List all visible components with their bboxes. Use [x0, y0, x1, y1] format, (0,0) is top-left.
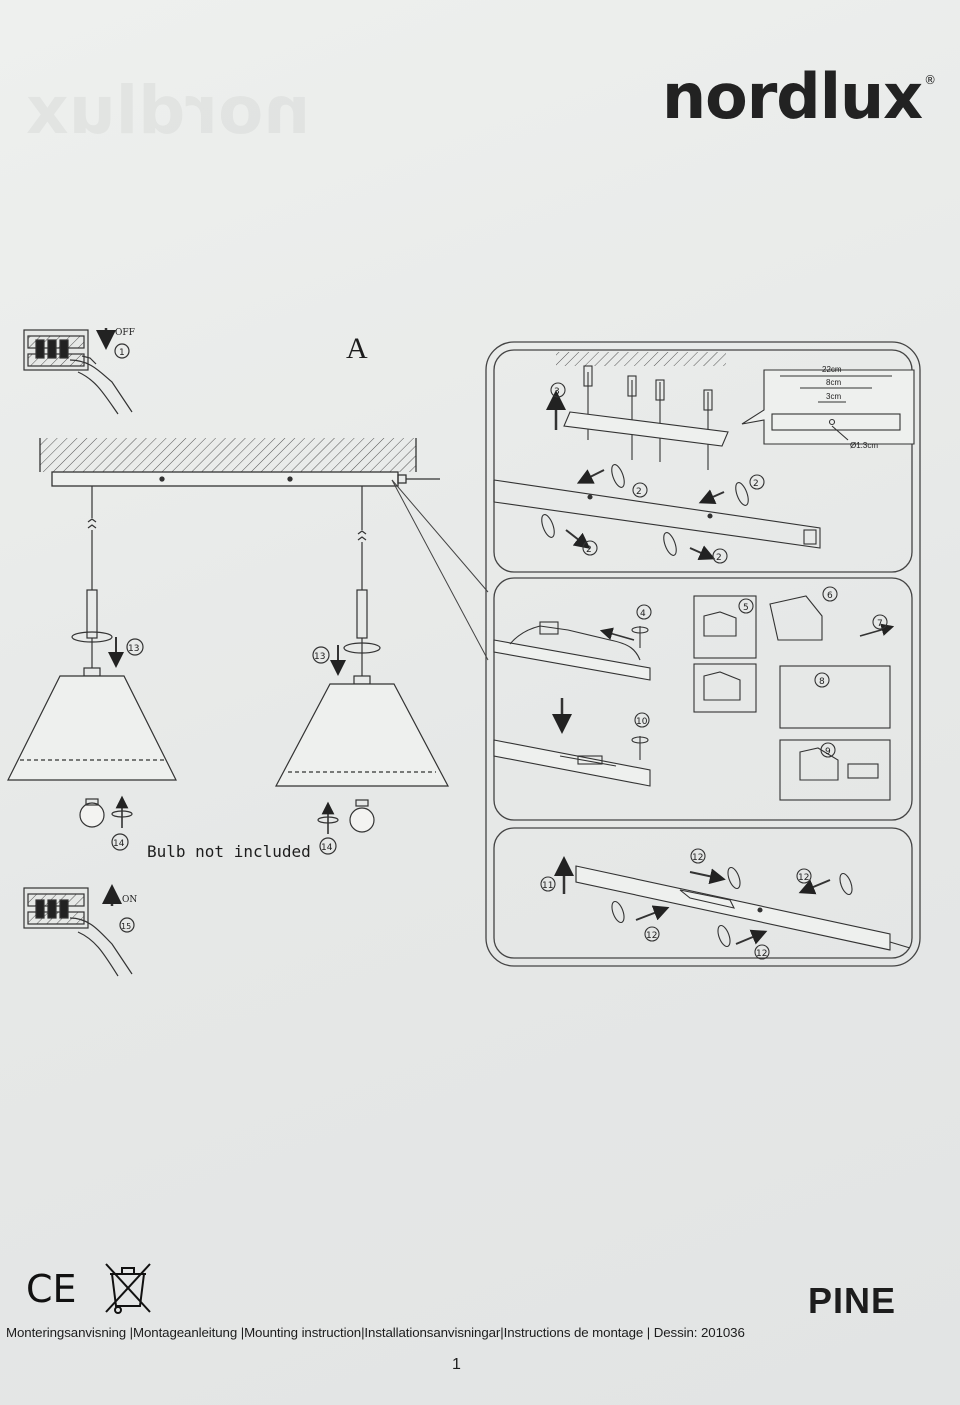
left-pendant	[7, 486, 177, 851]
dimension-8cm: 8cm	[826, 378, 841, 387]
footer-languages-line: Monteringsanvisning |Montageanleitung |M…	[6, 1325, 745, 1340]
detail-connector-lines	[391, 479, 489, 661]
switch-on-label: ON	[122, 895, 137, 905]
assembly-diagram: OFF 1	[7, 328, 921, 977]
step-3-number: 3	[554, 387, 560, 397]
brand-name: nordlux	[662, 60, 923, 133]
switch-on-step: 15	[121, 922, 131, 931]
bulb-note: Bulb not included	[147, 842, 311, 861]
step-12-number-b: 12	[798, 873, 809, 883]
step-2-number-c: 2	[586, 545, 592, 555]
switch-on-illustration	[23, 884, 135, 977]
dimension-22cm: 22cm	[822, 365, 842, 374]
dimension-hole: Ø1.3cm	[850, 441, 878, 450]
figure-label: A	[346, 332, 368, 365]
ce-mark: CE	[26, 1267, 77, 1311]
step-4-number: 4	[640, 609, 646, 619]
step-11-number: 11	[542, 881, 553, 891]
certification-marks: CE	[26, 1263, 151, 1314]
step-13-left-number: 13	[128, 644, 139, 654]
step-6-number: 6	[827, 591, 833, 601]
trademark-symbol: ®	[924, 73, 936, 87]
step-2-number-a: 2	[636, 487, 642, 497]
step-12-number-a: 12	[692, 853, 703, 863]
step-14-left-number: 14	[113, 839, 125, 849]
step-13-right-number: 13	[314, 652, 325, 662]
step-5-number: 5	[743, 603, 749, 613]
step-12-number-c: 12	[646, 931, 657, 941]
panel-mounting-bracket	[493, 352, 915, 564]
panel-bar-assembly	[540, 848, 911, 960]
detail-panels	[485, 341, 921, 967]
step-7-number: 7	[877, 619, 883, 629]
switch-off-illustration	[23, 328, 133, 415]
product-name: PINE	[807, 1280, 896, 1321]
ceiling-and-bar	[39, 438, 440, 487]
switch-off-step: 1	[119, 348, 125, 358]
step-2-number-b: 2	[753, 479, 759, 489]
step-2-number-d: 2	[716, 553, 722, 563]
page-number: 1	[452, 1356, 461, 1373]
step-14-right-number: 14	[321, 843, 333, 853]
step-10-number: 10	[636, 717, 648, 727]
step-12-number-d: 12	[756, 949, 767, 959]
step-9-number: 9	[825, 747, 831, 757]
weee-bin-icon	[105, 1263, 151, 1314]
panel-wiring	[493, 586, 895, 801]
step-8-number: 8	[819, 677, 825, 687]
dimension-3cm: 3cm	[826, 392, 841, 401]
switch-off-label: OFF	[115, 328, 135, 338]
right-pendant	[275, 486, 449, 855]
brand-logo: nordlux®	[662, 66, 936, 128]
